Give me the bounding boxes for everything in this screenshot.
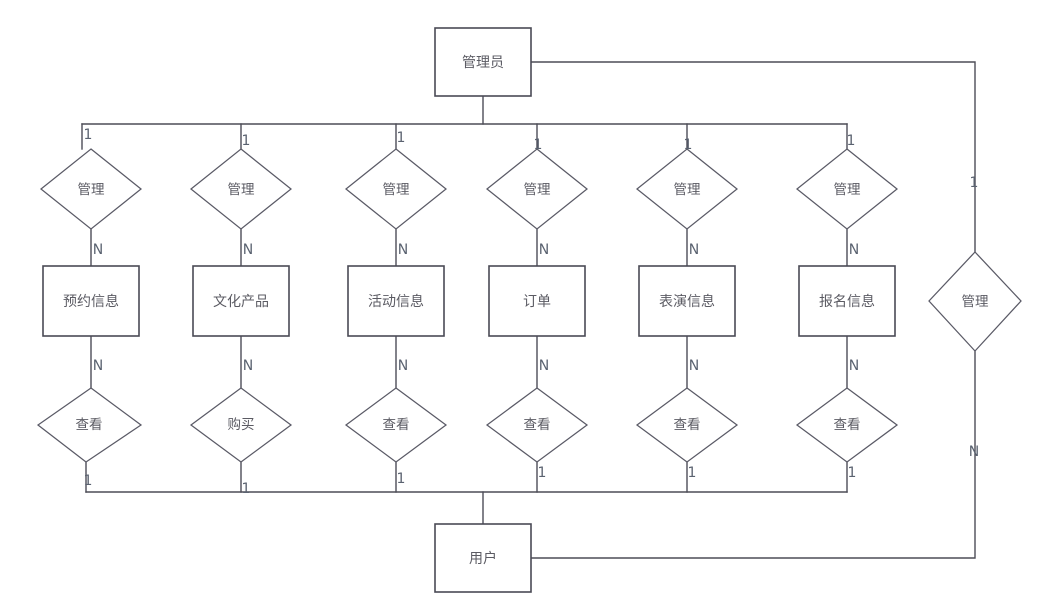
relation-manage-2-diamond[interactable] bbox=[189, 148, 293, 230]
relation-view-3-label: 查看 bbox=[383, 417, 410, 433]
cardinality-manage-4-bottom: N bbox=[539, 242, 549, 258]
cardinality-view-2-top: N bbox=[243, 358, 253, 374]
relation-view-4-label: 查看 bbox=[524, 417, 551, 433]
cardinality-manage-6-bottom: N bbox=[849, 242, 859, 258]
cardinality-side-top: 1 bbox=[970, 175, 979, 191]
cardinality-manage-5-bottom: N bbox=[689, 242, 699, 258]
entity-admin-label: 管理员 bbox=[462, 55, 504, 71]
cardinality-view-4-top: N bbox=[539, 358, 549, 374]
cardinality-view-3-top: N bbox=[398, 358, 408, 374]
connector-user-to-side bbox=[530, 350, 976, 559]
relation-manage-5-diamond[interactable] bbox=[635, 148, 739, 230]
cardinality-manage-2-top: 1 bbox=[242, 133, 251, 149]
relation-view-4-diamond[interactable] bbox=[485, 387, 589, 463]
cardinality-view-2-bottom: 1 bbox=[242, 481, 251, 497]
entity-5-label: 表演信息 bbox=[659, 293, 715, 310]
entity-admin-box[interactable] bbox=[434, 27, 532, 97]
cardinality-view-5-top: N bbox=[689, 358, 699, 374]
entity-4-label: 订单 bbox=[523, 294, 551, 310]
cardinality-view-5-bottom: 1 bbox=[688, 465, 697, 481]
connector-layer bbox=[81, 61, 976, 559]
cardinality-manage-1-bottom: N bbox=[93, 242, 103, 258]
relation-view-1-diamond[interactable] bbox=[36, 387, 143, 463]
cardinality-manage-3-top: 1 bbox=[397, 130, 406, 146]
relation-view-6-diamond[interactable] bbox=[795, 387, 899, 463]
connector-admin-to-side bbox=[530, 61, 976, 253]
cardinality-view-6-bottom: 1 bbox=[848, 465, 857, 481]
relation-manage-5-label: 管理 bbox=[674, 182, 702, 198]
relation-manage-2-label: 管理 bbox=[228, 182, 255, 198]
relation-manage-4-label: 管理 bbox=[524, 182, 552, 198]
relation-view-1-label: 查看 bbox=[76, 417, 103, 433]
relation-view-5-diamond[interactable] bbox=[635, 387, 739, 463]
entity-1-box[interactable] bbox=[42, 265, 140, 337]
relation-view-5-label: 查看 bbox=[674, 417, 701, 433]
relation-manage-3-diamond[interactable] bbox=[344, 148, 448, 230]
entity-6-box[interactable] bbox=[798, 265, 896, 337]
entity-user-label: 用户 bbox=[469, 550, 497, 567]
relation-manage-4-diamond[interactable] bbox=[485, 148, 589, 230]
entity-admin[interactable]: 管理员 bbox=[434, 27, 532, 97]
relation-view-3-diamond[interactable] bbox=[344, 387, 448, 463]
relation-view-2-diamond[interactable] bbox=[189, 387, 293, 463]
column-4: 管理 1 N 订单 N 查看 1 bbox=[485, 137, 589, 481]
cardinality-view-1-bottom: 1 bbox=[84, 473, 93, 489]
entity-user[interactable]: 用户 bbox=[434, 523, 532, 593]
entity-2-box[interactable] bbox=[192, 265, 290, 337]
relation-view-2-label: 购买 bbox=[228, 417, 255, 433]
cardinality-view-4-bottom: 1 bbox=[538, 465, 547, 481]
relation-manage-3-label: 管理 bbox=[383, 182, 410, 198]
entity-2-label: 文化产品 bbox=[213, 294, 269, 310]
cardinality-manage-1-top: 1 bbox=[84, 127, 93, 143]
entity-5-box[interactable] bbox=[638, 265, 736, 337]
relation-manage-1-diamond[interactable] bbox=[39, 148, 143, 230]
cardinality-manage-6-top: 1 bbox=[847, 133, 856, 149]
column-2: 管理 1 N 文化产品 N 购买 1 bbox=[189, 133, 293, 497]
cardinality-view-1-top: N bbox=[93, 358, 103, 374]
entity-3-box[interactable] bbox=[347, 265, 445, 337]
relation-side-diamond[interactable] bbox=[928, 251, 1022, 352]
cardinality-manage-3-bottom: N bbox=[398, 242, 408, 258]
relation-manage-6-diamond[interactable] bbox=[795, 148, 899, 230]
relation-manage-1-label: 管理 bbox=[78, 182, 105, 198]
cardinality-side-bottom: N bbox=[969, 444, 979, 460]
column-3: 管理 1 N 活动信息 N 查看 1 bbox=[344, 130, 448, 487]
relation-view-6-label: 查看 bbox=[834, 417, 861, 433]
entity-6-label: 报名信息 bbox=[819, 293, 875, 310]
relation-side-label: 管理 bbox=[962, 294, 990, 310]
cardinality-manage-5-top: 1 bbox=[684, 137, 693, 153]
relation-manage-6-label: 管理 bbox=[834, 182, 862, 198]
side-relation: 1 管理 N bbox=[928, 175, 1022, 460]
cardinality-manage-2-bottom: N bbox=[243, 242, 253, 258]
column-6: 管理 1 N 报名信息 N 查看 1 bbox=[795, 133, 899, 481]
cardinality-view-6-top: N bbox=[849, 358, 859, 374]
entity-4-box[interactable] bbox=[488, 265, 586, 337]
column-5: 管理 1 N 表演信息 N 查看 1 bbox=[635, 137, 739, 481]
entity-1-label: 预约信息 bbox=[63, 293, 119, 310]
cardinality-view-3-bottom: 1 bbox=[397, 471, 406, 487]
column-1: 管理 1 N 预约信息 N 查看 1 bbox=[36, 127, 143, 489]
cardinality-manage-4-top: 1 bbox=[534, 137, 543, 153]
entity-3-label: 活动信息 bbox=[368, 293, 424, 310]
entity-user-box[interactable] bbox=[434, 523, 532, 593]
